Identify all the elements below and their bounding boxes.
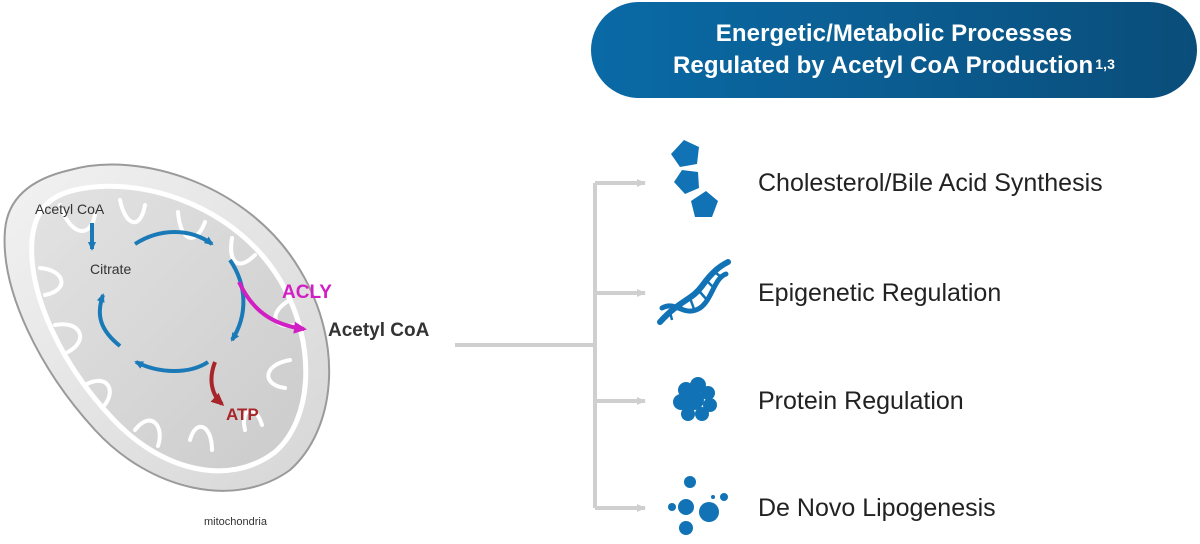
mitochondrion bbox=[3, 163, 331, 492]
acly-arrow bbox=[237, 281, 307, 334]
acly-label: ACLY bbox=[282, 282, 332, 303]
dna-helix-icon bbox=[657, 259, 731, 325]
cycle-arrow-top bbox=[133, 230, 214, 246]
mito-acetyl-coa-label: Acetyl CoA bbox=[35, 201, 105, 217]
pentagon-cluster-icon bbox=[671, 140, 718, 217]
mitochondria-caption: mitochondria bbox=[204, 516, 267, 528]
acetyl-coa-product-label: Acetyl CoA bbox=[328, 320, 430, 341]
lipid-droplets-icon bbox=[668, 476, 728, 535]
header-line-1: Energetic/Metabolic Processes bbox=[715, 20, 1073, 47]
header-line-2-text: Regulated by Acetyl CoA Production bbox=[672, 52, 1094, 79]
process-label-cholesterol: Cholesterol/Bile Acid Synthesis bbox=[758, 169, 1103, 197]
process-label-epigenetic: Epigenetic Regulation bbox=[758, 279, 1002, 307]
cycle-arrow-right bbox=[228, 258, 246, 342]
cycle-arrow-left bbox=[96, 293, 122, 348]
citrate-label: Citrate bbox=[90, 261, 131, 277]
process-label-lipogenesis: De Novo Lipogenesis bbox=[758, 494, 996, 522]
cycle-arrow-bottom bbox=[134, 360, 210, 373]
header-banner: Energetic/Metabolic Processes Regulated … bbox=[591, 2, 1197, 98]
connector-tree bbox=[455, 179, 646, 512]
citric-acid-cycle bbox=[88, 223, 246, 373]
process-label-protein: Protein Regulation bbox=[758, 387, 964, 415]
header-superscript: 1,3 bbox=[1095, 56, 1116, 72]
atp-arrow bbox=[209, 361, 225, 407]
protein-blob-icon bbox=[673, 377, 717, 421]
atp-label: ATP bbox=[226, 405, 259, 424]
